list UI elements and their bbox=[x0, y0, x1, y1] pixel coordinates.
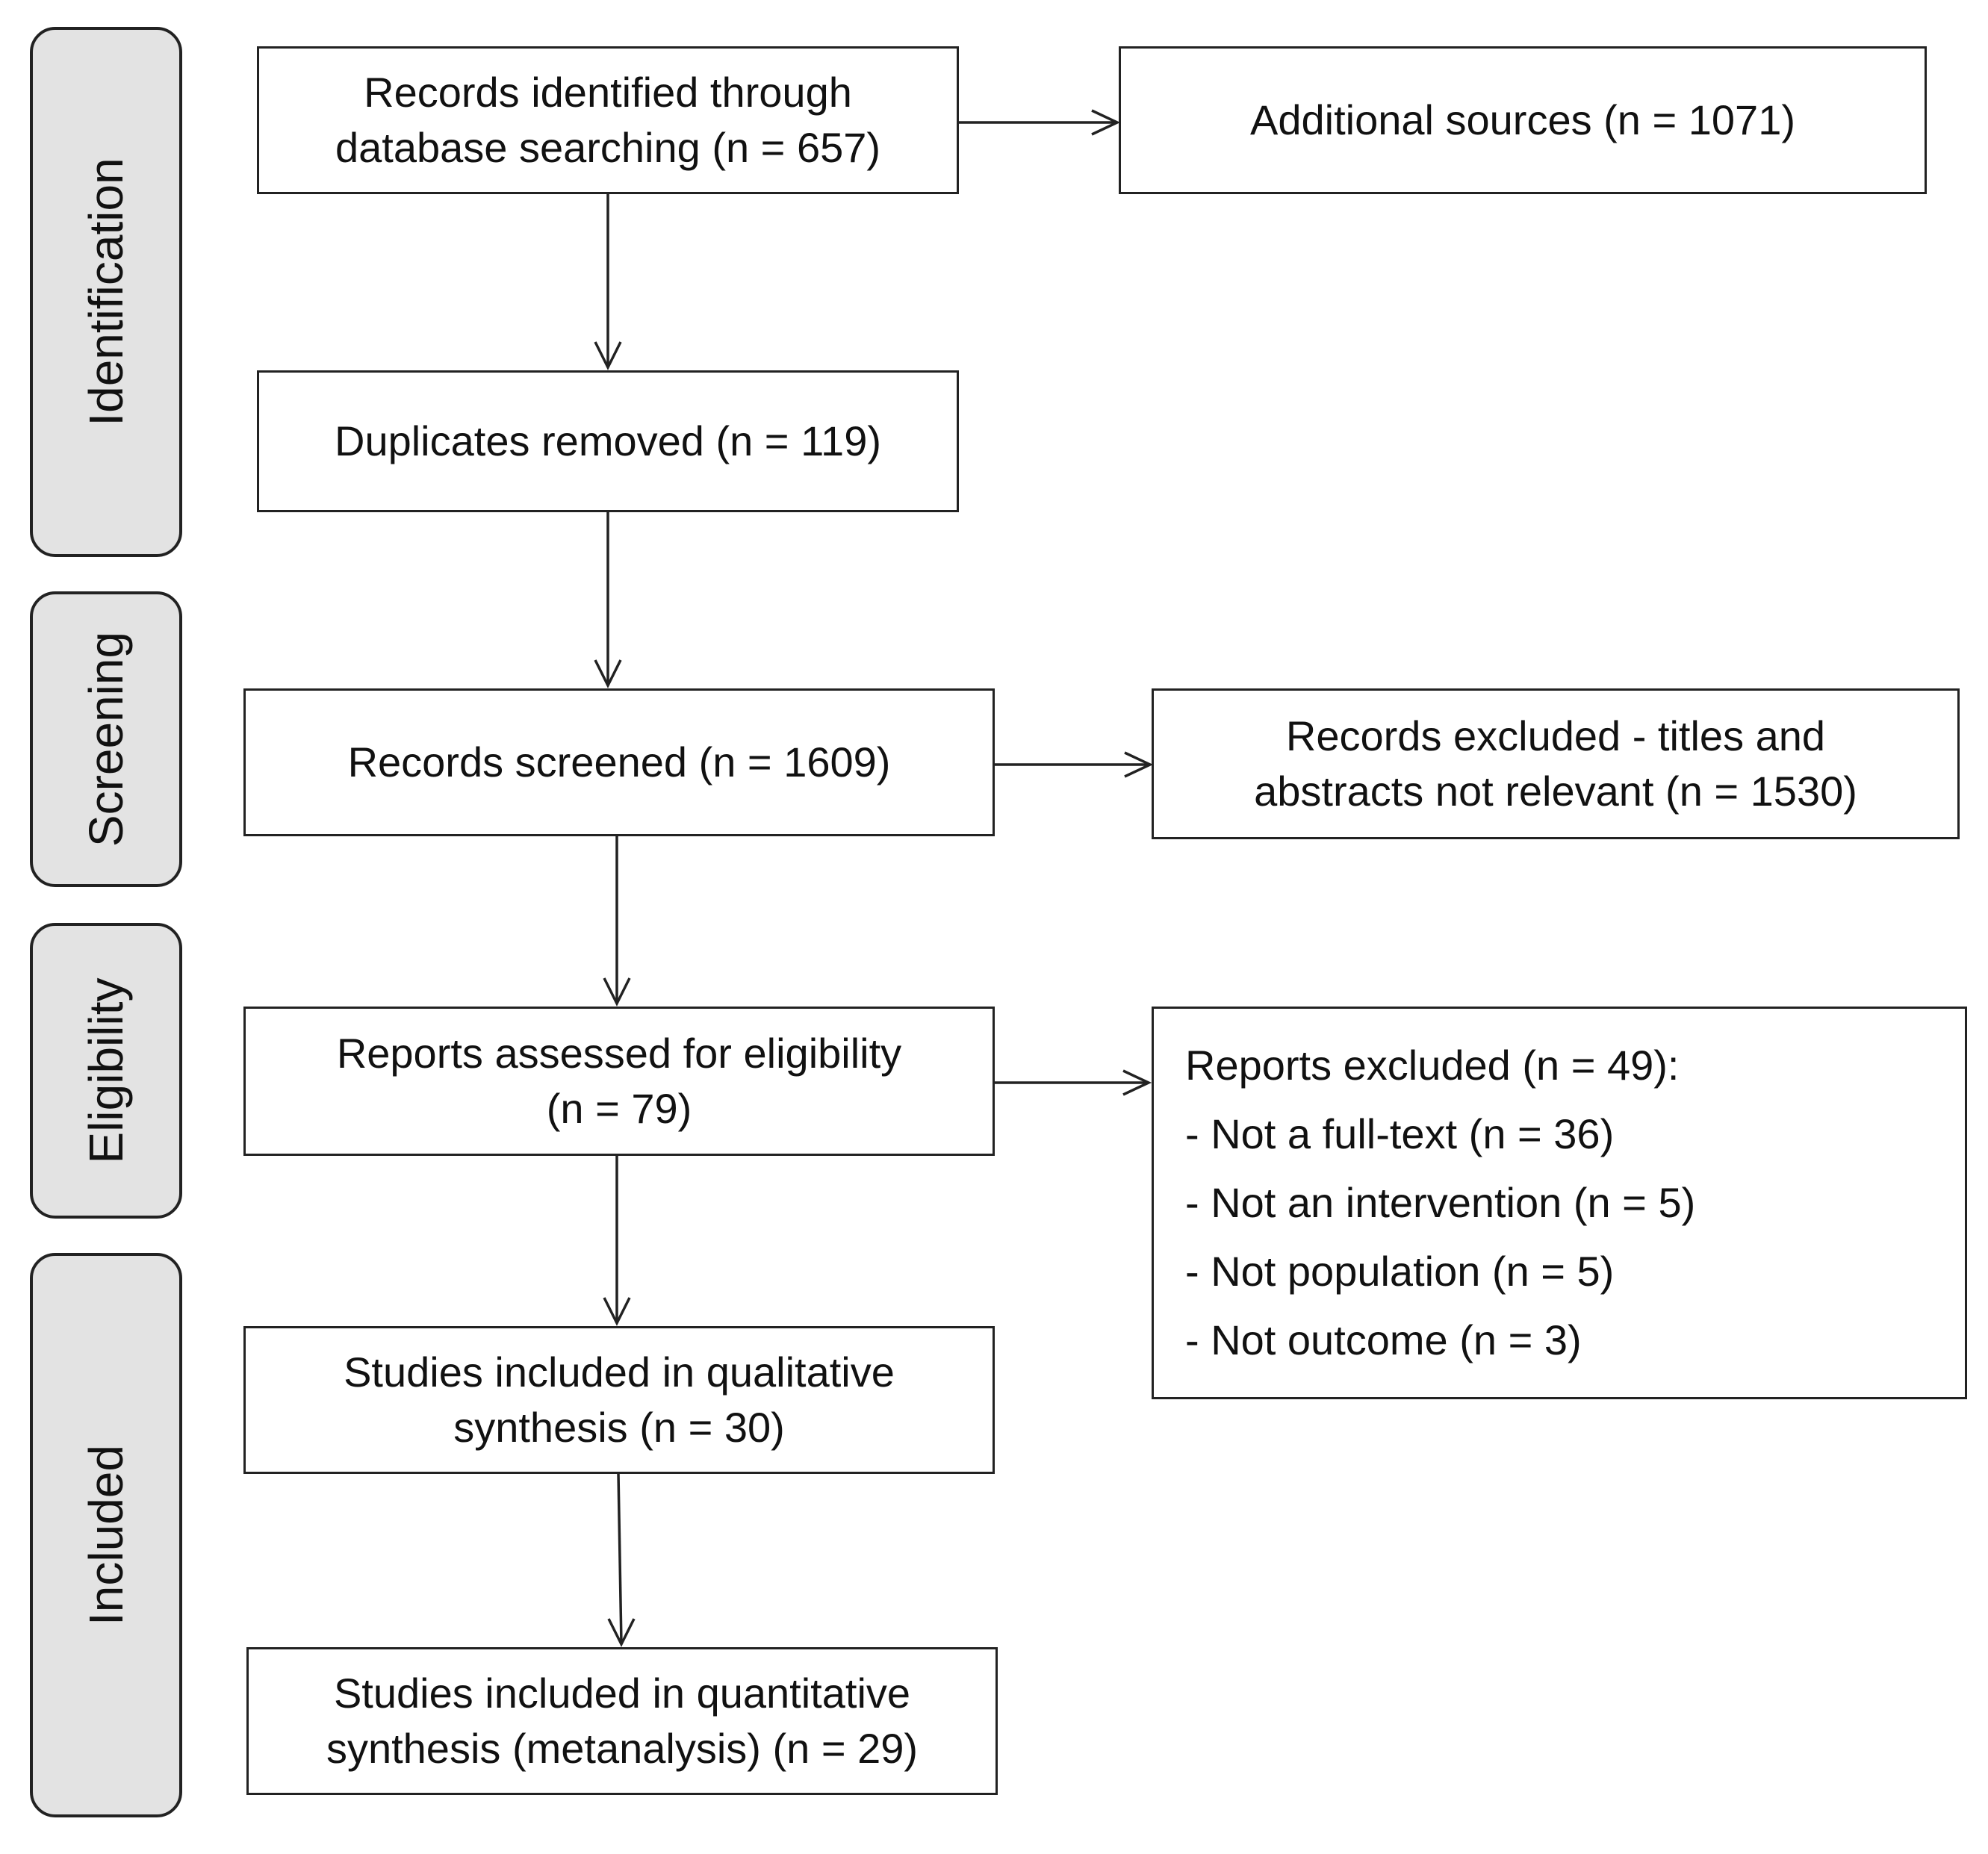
records-identified-line-1: Records identified through bbox=[364, 69, 852, 116]
duplicates-removed-box: Duplicates removed (n = 119) bbox=[257, 370, 959, 512]
quantitative-synthesis-box: Studies included in quantitative synthes… bbox=[246, 1647, 998, 1795]
records-screened-line-1: Records screened (n = 1609) bbox=[347, 738, 891, 786]
records-excluded-line-1: Records excluded - titles and bbox=[1285, 712, 1826, 759]
duplicates-removed-line-1: Duplicates removed (n = 119) bbox=[335, 417, 881, 464]
phase-eligibility: Eligibility bbox=[30, 923, 182, 1219]
phase-screening: Screening bbox=[30, 591, 182, 887]
records-screened-box: Records screened (n = 1609) bbox=[243, 688, 995, 836]
reports-excluded-item-intervention: - Not an intervention (n = 5) bbox=[1185, 1179, 1696, 1226]
records-excluded-box: Records excluded - titles and abstracts … bbox=[1152, 688, 1960, 839]
phase-identification: Identification bbox=[30, 27, 182, 557]
additional-sources-line-1: Additional sources (n = 1071) bbox=[1250, 96, 1795, 143]
arrow-screened-to-assessed bbox=[603, 836, 631, 1007]
records-excluded-line-2: abstracts not relevant (n = 1530) bbox=[1254, 768, 1857, 815]
arrow-duplicates-to-screened bbox=[594, 512, 622, 688]
qualitative-synthesis-box: Studies included in qualitative synthesi… bbox=[243, 1326, 995, 1474]
arrow-identified-to-additional bbox=[959, 109, 1121, 136]
reports-excluded-heading: Reports excluded (n = 49): bbox=[1185, 1042, 1680, 1089]
arrow-screened-to-excluded bbox=[995, 751, 1154, 778]
arrow-identified-to-duplicates bbox=[594, 194, 622, 370]
quantitative-synthesis-line-2: synthesis (metanalysis) (n = 29) bbox=[326, 1725, 919, 1772]
reports-excluded-item-full-text: - Not a full-text (n = 36) bbox=[1185, 1110, 1615, 1157]
reports-assessed-line-1: Reports assessed for eligibility bbox=[336, 1030, 902, 1077]
reports-assessed-box: Reports assessed for eligibility (n = 79… bbox=[243, 1007, 995, 1156]
records-identified-line-2: database searching (n = 657) bbox=[335, 124, 881, 171]
qualitative-synthesis-line-2: synthesis (n = 30) bbox=[453, 1404, 785, 1451]
records-identified-box: Records identified through database sear… bbox=[257, 46, 959, 194]
reports-excluded-item-outcome: - Not outcome (n = 3) bbox=[1185, 1316, 1582, 1363]
qualitative-synthesis-line-1: Studies included in qualitative bbox=[344, 1348, 895, 1396]
phase-included: Included bbox=[30, 1253, 182, 1817]
arrow-assessed-to-qualitative bbox=[603, 1156, 631, 1326]
arrow-assessed-to-reports-excluded bbox=[995, 1069, 1152, 1096]
arrow-qualitative-to-quantitative bbox=[607, 1473, 636, 1647]
reports-excluded-item-population: - Not population (n = 5) bbox=[1185, 1248, 1615, 1295]
reports-excluded-box: Reports excluded (n = 49): - Not a full-… bbox=[1152, 1007, 1967, 1399]
quantitative-synthesis-line-1: Studies included in quantitative bbox=[333, 1670, 911, 1717]
reports-assessed-line-2: (n = 79) bbox=[546, 1085, 692, 1132]
additional-sources-box: Additional sources (n = 1071) bbox=[1119, 46, 1927, 194]
